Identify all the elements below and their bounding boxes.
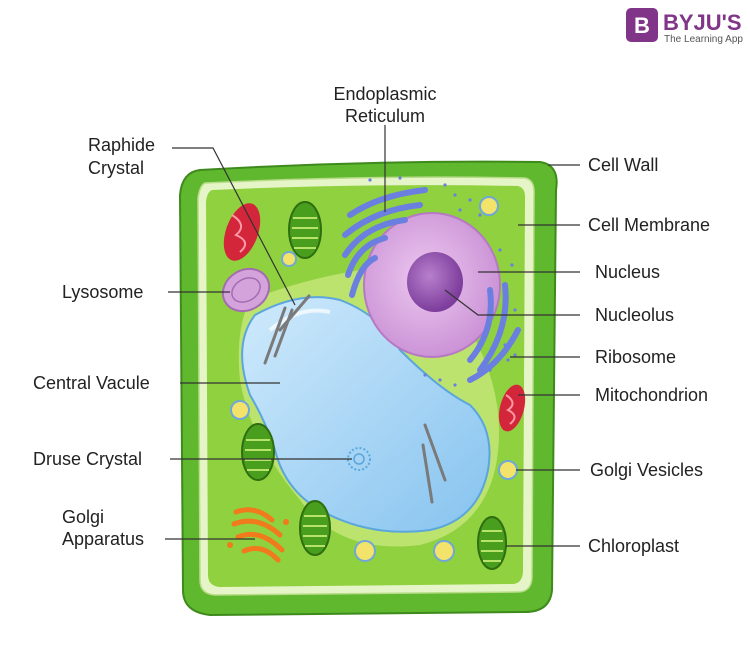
label-nucleus: Nucleus <box>595 262 660 282</box>
label-cell-wall: Cell Wall <box>588 155 658 175</box>
labels: Endoplasmic Reticulum Raphide Crystal Ce… <box>33 84 710 556</box>
label-druse-crystal: Druse Crystal <box>33 449 142 469</box>
lysosome <box>221 267 271 313</box>
brand-logo: B BYJU'S The Learning App <box>626 8 743 45</box>
golgi-apparatus <box>227 507 289 563</box>
chloroplast-3 <box>299 500 331 556</box>
label-lysosome: Lysosome <box>62 282 143 302</box>
brand-tagline: The Learning App <box>664 34 743 45</box>
label-nucleolus: Nucleolus <box>595 305 674 325</box>
leader-lines <box>165 125 580 547</box>
label-endoplasmic-reticulum-2: Reticulum <box>345 106 425 126</box>
mitochondrion-2 <box>498 384 526 432</box>
chloroplast-4 <box>477 516 507 570</box>
label-raphide-crystal-2: Crystal <box>88 158 144 178</box>
nucleolus <box>407 252 463 312</box>
endoplasmic-reticulum <box>342 187 521 383</box>
label-raphide-crystal-1: Raphide <box>88 135 155 155</box>
golgi-vesicles <box>230 196 518 562</box>
label-endoplasmic-reticulum-1: Endoplasmic <box>333 84 436 104</box>
label-central-vacuole: Central Vacule <box>33 373 150 393</box>
label-ribosome: Ribosome <box>595 347 676 367</box>
raphide-crystal-2 <box>421 423 447 504</box>
logo-badge <box>626 8 658 42</box>
label-mitochondrion: Mitochondrion <box>595 385 708 405</box>
label-cell-membrane: Cell Membrane <box>588 215 710 235</box>
label-chloroplast: Chloroplast <box>588 536 679 556</box>
vacuole-highlight <box>268 308 331 332</box>
brand-name: BYJU'S <box>663 10 742 35</box>
chloroplast-1 <box>288 201 322 259</box>
raphide-crystal <box>263 294 311 365</box>
mitochondrion-1 <box>223 203 261 261</box>
label-golgi-apparatus-1: Golgi <box>62 507 104 527</box>
ribosomes <box>368 176 517 387</box>
logo-letter: B <box>634 13 650 38</box>
label-golgi-vesicles: Golgi Vesicles <box>590 460 703 480</box>
druse-crystal <box>347 447 371 471</box>
chloroplast-2 <box>241 423 275 481</box>
label-golgi-apparatus-2: Apparatus <box>62 529 144 549</box>
